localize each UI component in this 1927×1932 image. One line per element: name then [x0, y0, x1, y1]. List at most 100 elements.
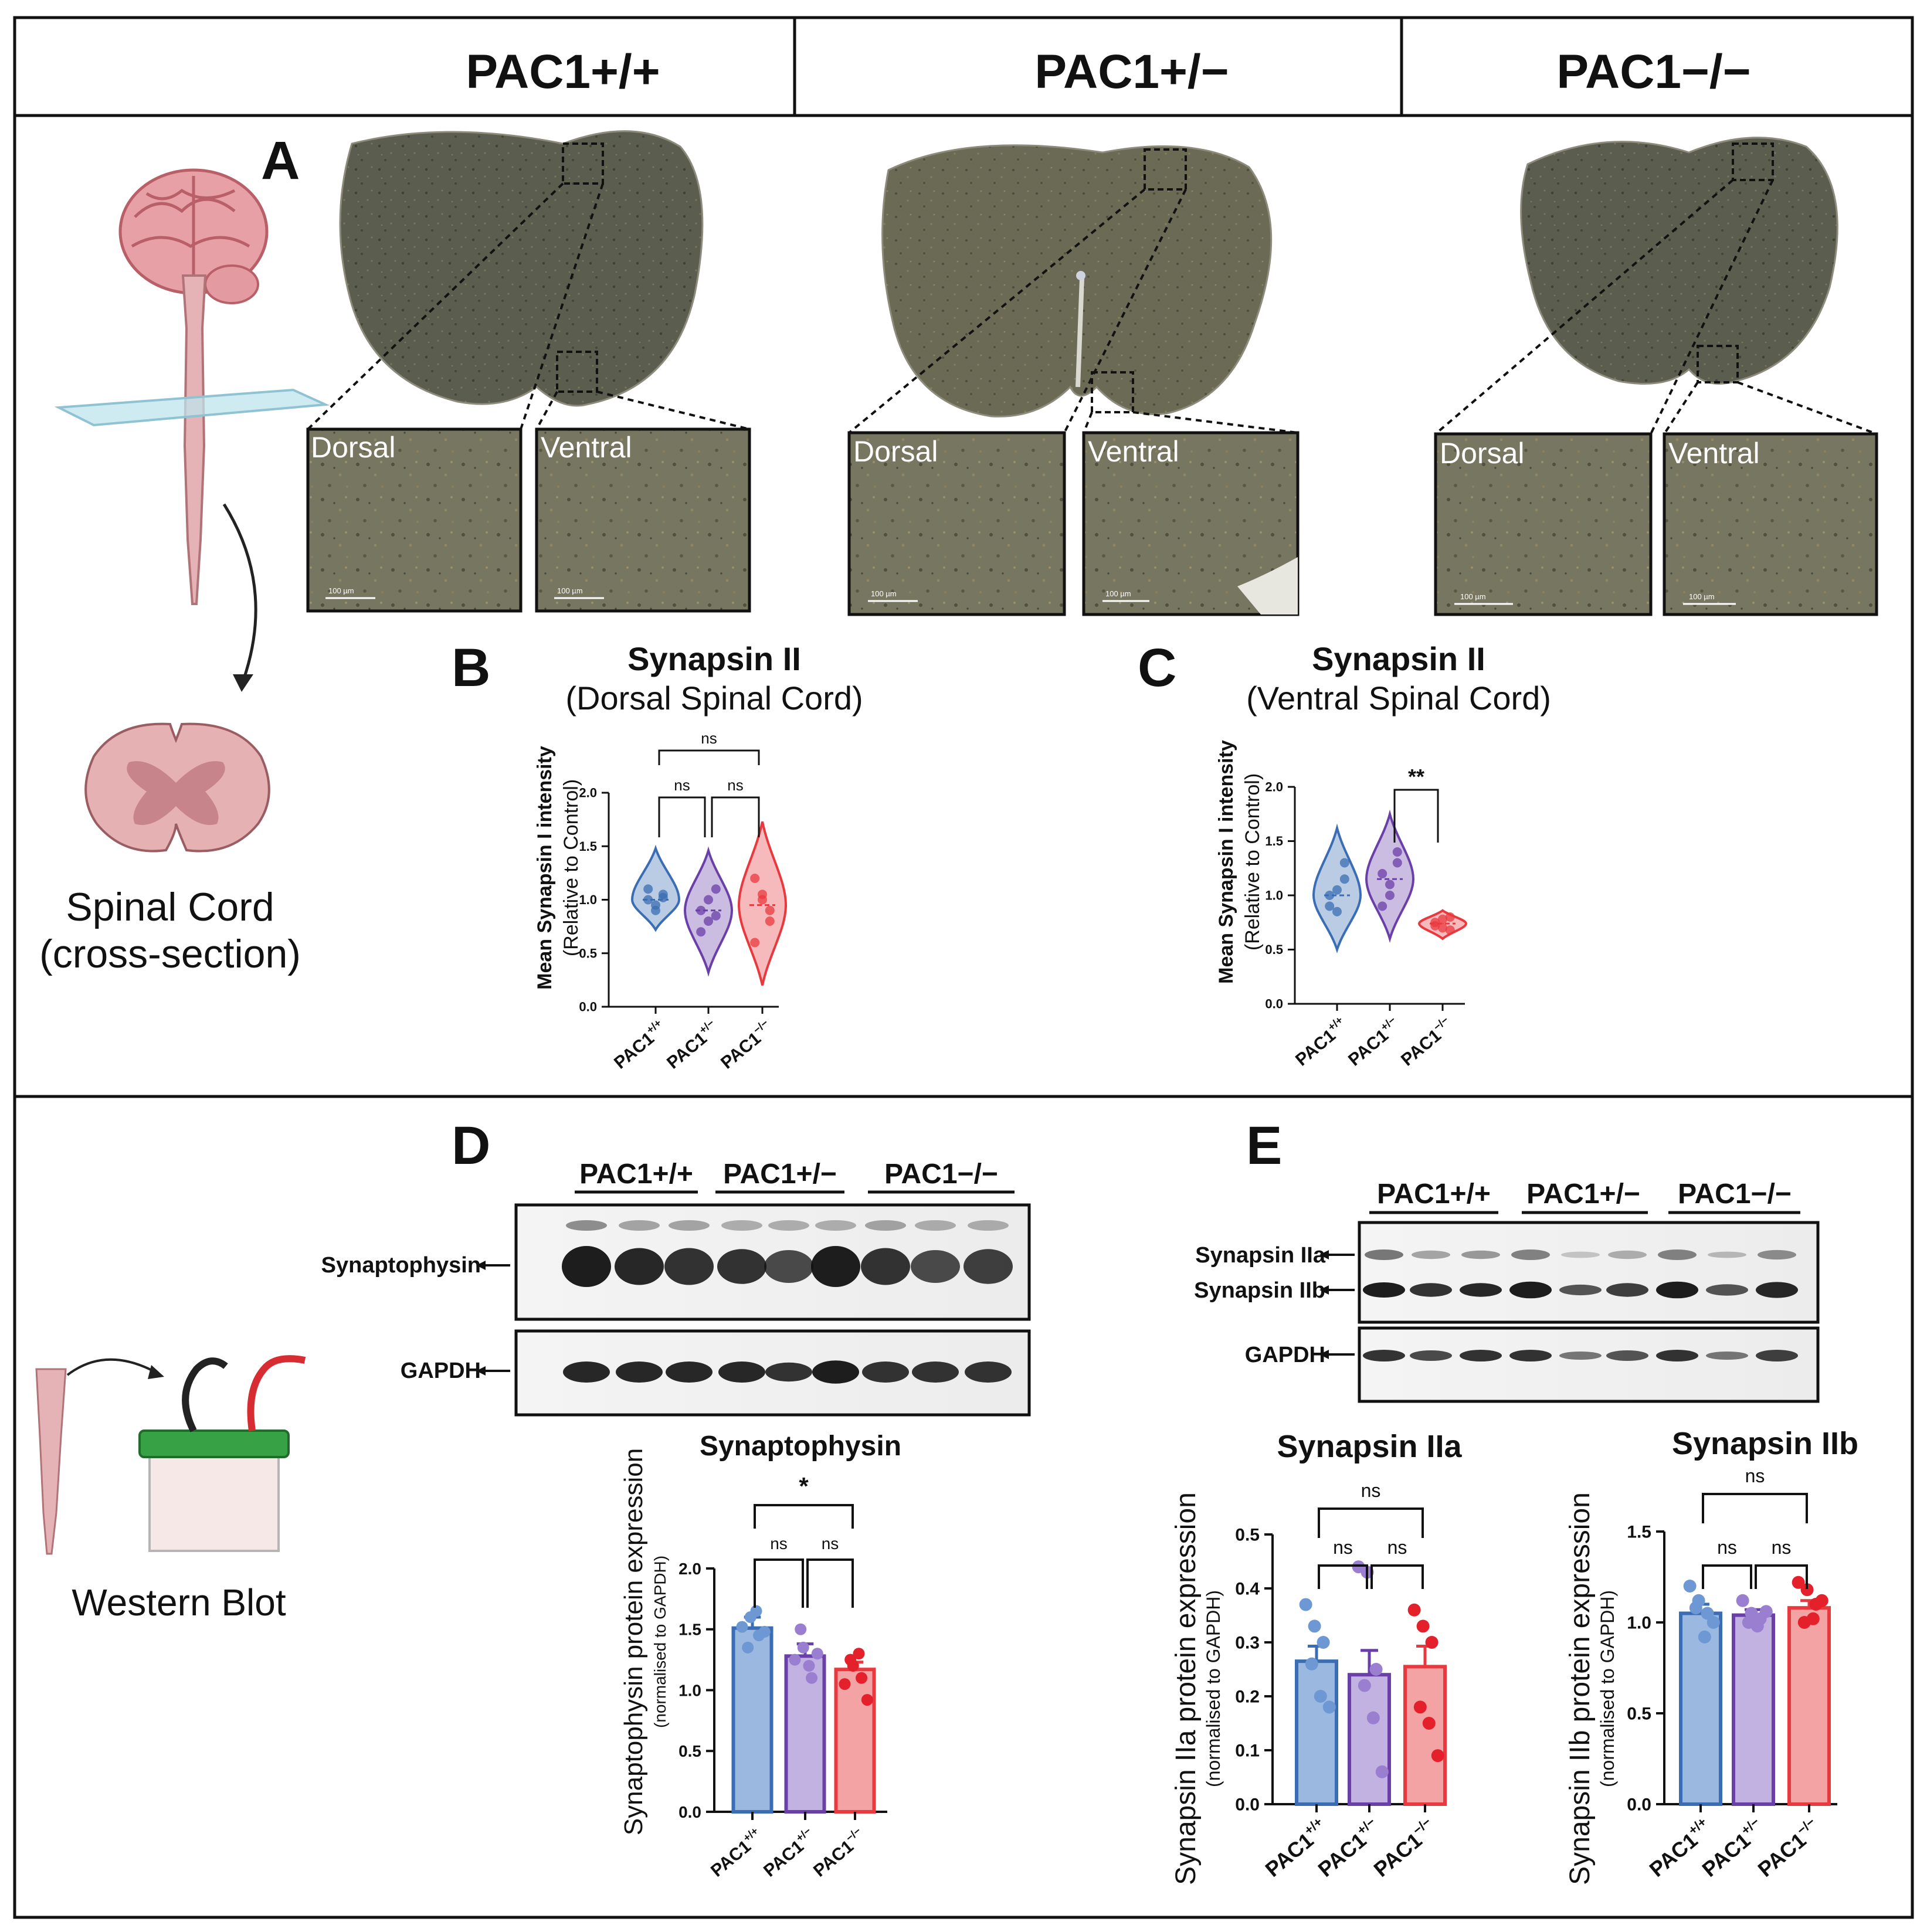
dorsal-label-2: Dorsal [853, 435, 938, 468]
blot-d-band-1-3 [717, 1249, 766, 1284]
chart-b-sig-bracket-1 [711, 796, 760, 837]
chart-c-xtick-label-2: PAC1−/− [1396, 1014, 1457, 1070]
chart-b-point-1-2 [711, 884, 721, 894]
chart-e2-point-1-5 [1759, 1605, 1773, 1618]
chart-c-xtick-label-1: PAC1+/− [1343, 1014, 1404, 1070]
chart-d-sig-bracket-2 [754, 1504, 854, 1529]
blot-d-group-3: PAC1−/− [884, 1159, 998, 1190]
scale-bar-label-3a: 100 µm [1460, 592, 1486, 601]
chart-d-point-2-0 [839, 1678, 851, 1690]
blot-d-band-1-7 [911, 1250, 960, 1283]
chart-e2-ytick-label-2: 1.0 [1627, 1614, 1651, 1633]
chart-c-ytick-label-1: 0.5 [1265, 942, 1283, 957]
blot-d-band-1-1 [615, 1248, 664, 1285]
chart-b-point-1-4 [704, 895, 713, 905]
blot-e-band-1-7 [1706, 1284, 1748, 1296]
blot-e-band-2-1 [1410, 1350, 1452, 1361]
blot-e-band-1-0 [1363, 1282, 1405, 1298]
chart-e1-xtick-label-2: PAC1−/− [1368, 1814, 1441, 1882]
chart-b-violin-0 [630, 844, 681, 932]
ventral-label-2: Ventral [1088, 435, 1179, 468]
chart-c-point-1-0 [1378, 869, 1387, 878]
panel-letter-e: E [1246, 1116, 1282, 1176]
panel-letter-c: C [1138, 638, 1176, 698]
chart-e2-ylabel-1: Synapsin IIb protein expression [1565, 1492, 1596, 1885]
blot-d-band-2-1 [616, 1361, 663, 1383]
brain-icon [118, 168, 269, 304]
chart-c-ylabel-2: (Relative to Control) [1241, 773, 1264, 950]
curved-arrow-icon [222, 503, 257, 681]
chart-b-point-1-3 [696, 927, 706, 937]
blot-d-band-0-0 [566, 1220, 607, 1231]
chart-b-point-0-0 [643, 895, 653, 905]
chart-e1-ylabel-1: Synapsin IIa protein expression [1171, 1492, 1202, 1885]
blot-d-band-2-2 [666, 1361, 713, 1383]
blot-e-group-2: PAC1+/− [1526, 1179, 1640, 1210]
chart-e2-point-2-5 [1815, 1594, 1828, 1607]
blot-e-label-gapdh: GAPDH [1245, 1343, 1325, 1367]
chart-e1-bar-2 [1403, 1665, 1447, 1806]
chart-d-ytick-label-4: 2.0 [678, 1560, 701, 1578]
chart-c-point-1-5 [1392, 847, 1402, 857]
chart-d-point-1-2 [806, 1672, 818, 1684]
chart-e2-bar-1 [1732, 1613, 1775, 1807]
blot-d-band-1-4 [764, 1250, 813, 1283]
blot-e-band-1-6 [1656, 1281, 1698, 1299]
blot-d-band-1-8 [964, 1249, 1013, 1284]
panel-letter-b: B [452, 638, 490, 698]
chart-d-point-2-5 [861, 1694, 873, 1706]
tank-lid-icon [138, 1430, 290, 1458]
chart-c-point-0-0 [1325, 891, 1335, 900]
chart-e1-ytick-label-2: 0.2 [1235, 1687, 1260, 1707]
chart-d-point-1-4 [803, 1660, 815, 1672]
chart-e1-point-0-1 [1308, 1619, 1321, 1633]
chart-b-xtick-label-1: PAC1+/− [661, 1017, 722, 1073]
chart-c-ylabel-1: Mean Synapsin I intensity [1215, 740, 1237, 984]
chart-b-point-2-0 [750, 874, 760, 883]
chart-c-point-2-4 [1438, 914, 1447, 924]
chart-b-ylabel-2: (Relative to Control) [560, 779, 582, 956]
chart-d-sig-label-2: * [799, 1472, 809, 1500]
violin-chart-c: Synapsin II (Ventral Spinal Cord) Mean S… [1215, 640, 1551, 1070]
blot-e-band-0-3 [1511, 1249, 1550, 1260]
blot-d-band-1-6 [861, 1248, 910, 1285]
blot-d-band-0-5 [815, 1220, 856, 1231]
chart-d-point-2-4 [853, 1648, 865, 1660]
chart-d-ytick-label-3: 1.5 [678, 1621, 701, 1639]
chart-d-point-1-0 [789, 1653, 801, 1666]
blot-e-band-2-7 [1706, 1352, 1748, 1360]
scale-bar-label-2b: 100 µm [1105, 589, 1131, 598]
chart-c-point-0-5 [1339, 858, 1349, 868]
dorsal-zoom-image-1 [306, 427, 523, 613]
electrophoresis-tank-icon [148, 1447, 280, 1552]
chart-d-ylabel-1: Synaptophysin protein expression [619, 1448, 648, 1835]
blot-e-label-synapsin-iib: Synapsin IIb [1194, 1278, 1325, 1303]
blot-e-band-1-3 [1509, 1281, 1552, 1299]
blot-e-band-1-4 [1559, 1284, 1602, 1296]
blot-e-band-0-1 [1412, 1250, 1450, 1259]
blot-d-band-0-1 [619, 1220, 660, 1231]
blot-e-band-0-4 [1561, 1251, 1600, 1258]
chart-e2-sig-label-1: ns [1772, 1537, 1792, 1558]
header-genotype-3: PAC1−/− [1556, 45, 1750, 99]
chart-b-point-2-5 [765, 905, 775, 915]
chart-e1-sig-label-0: ns [1333, 1537, 1353, 1558]
chart-e2-bar-0 [1679, 1611, 1722, 1806]
chart-d-sig-label-0: ns [770, 1534, 788, 1553]
chart-e1-sig-label-2: ns [1361, 1480, 1381, 1501]
chart-b-point-2-4 [758, 889, 767, 899]
chart-b-ytick-label-0: 0.0 [579, 1000, 597, 1014]
chart-b-point-1-1 [704, 916, 713, 926]
brain-spine-illustration [54, 168, 330, 853]
chart-b-ytick-label-4: 2.0 [579, 786, 597, 800]
chart-e1-point-2-5 [1431, 1749, 1444, 1763]
chart-d-ytick-label-1: 0.5 [678, 1742, 701, 1760]
chart-c-point-2-3 [1430, 921, 1440, 931]
chart-c-ytick-label-0: 0.0 [1265, 997, 1283, 1011]
chart-d-point-0-3 [742, 1641, 754, 1653]
chart-c-sig-label-0: ** [1408, 765, 1424, 789]
blot-d-arrows [476, 1261, 510, 1376]
spinal-cord-label-line2: (cross-section) [39, 932, 301, 976]
chart-e1-ytick-label-0: 0.0 [1235, 1795, 1260, 1815]
